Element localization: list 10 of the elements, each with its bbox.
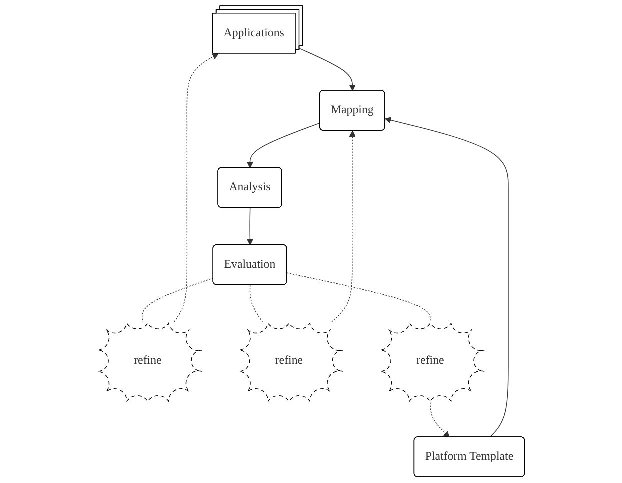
arrow [298,48,356,92]
arrow [246,122,320,168]
arrow [331,130,356,322]
arrow [246,208,254,246]
connector [250,284,263,322]
arrow [174,54,218,322]
connector [286,272,430,322]
connector [142,278,214,322]
arrow [384,117,508,438]
arrow [430,400,450,438]
